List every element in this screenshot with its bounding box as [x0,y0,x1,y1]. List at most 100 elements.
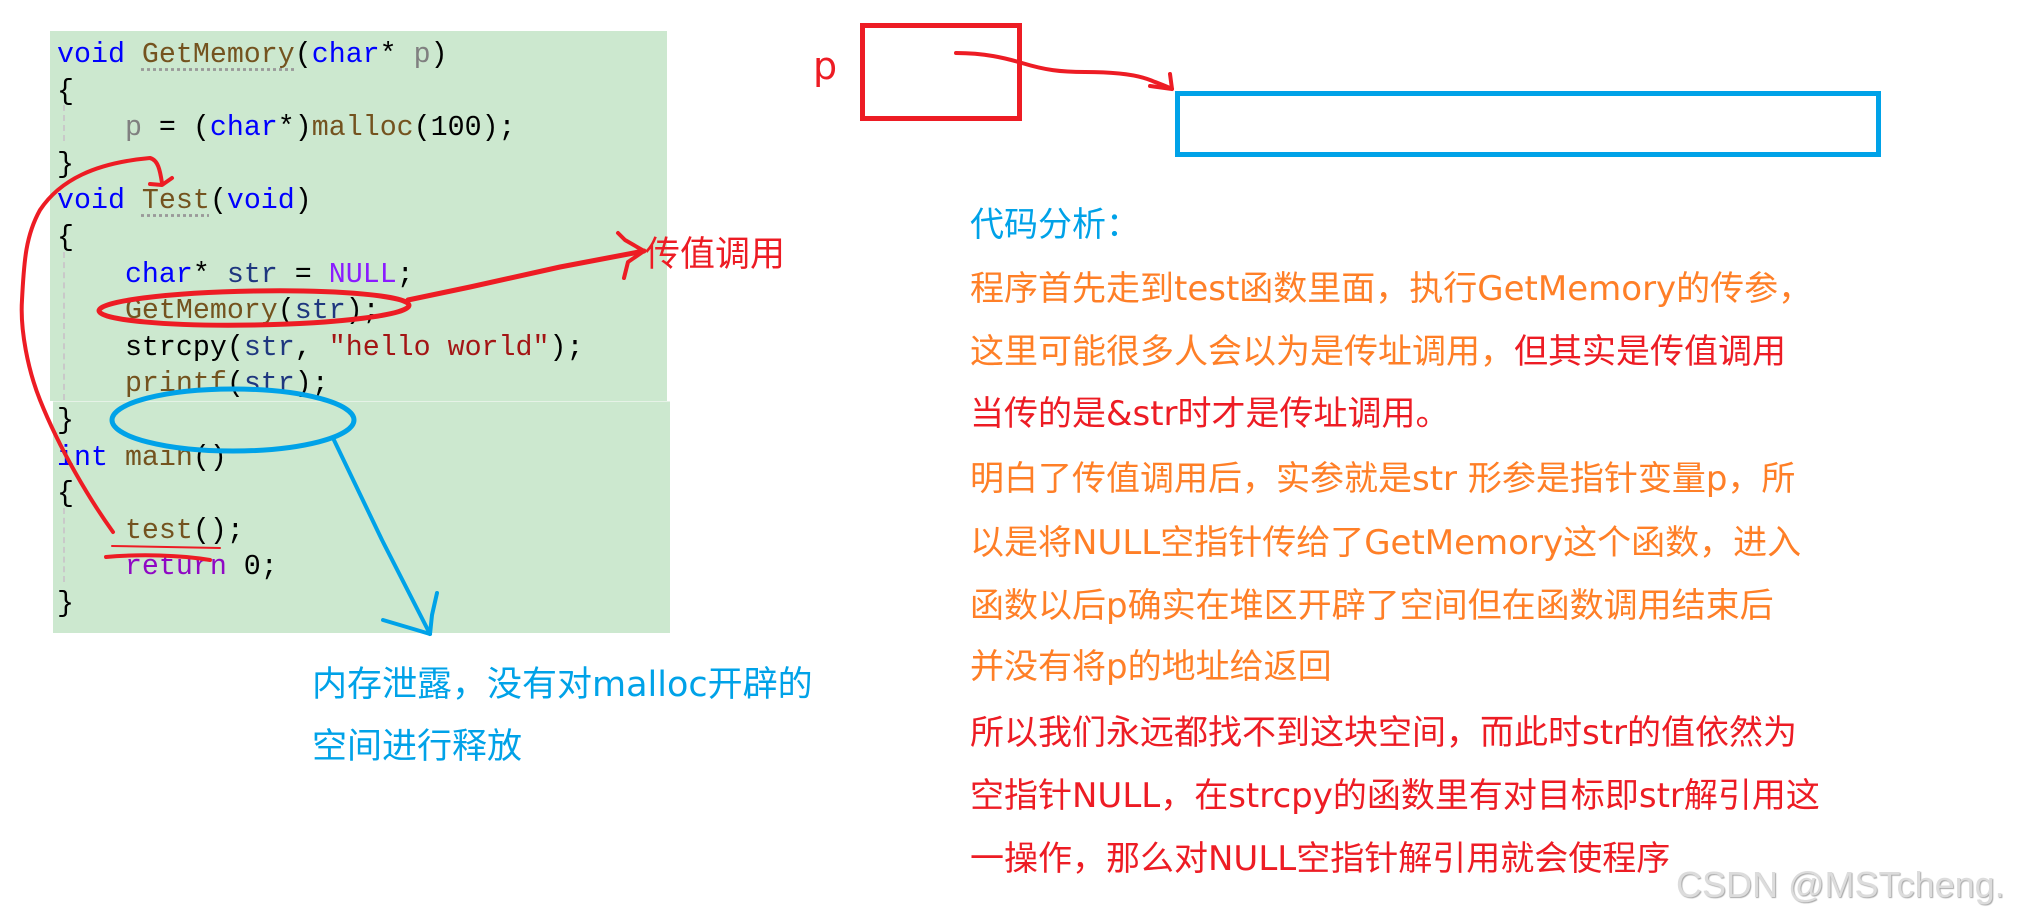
code-token: () [192,441,227,474]
code-token: str [226,258,278,291]
analysis-text-segment: 以是将NULL空指针传给了GetMemory这个函数，进入 [970,523,1802,563]
code-token: ) [430,39,448,71]
code-token: } [57,404,74,437]
pass-by-value-label: 传值调用 [645,235,786,275]
code-line: GetMemory(str); [57,293,583,330]
code-line: { [57,74,583,111]
code-token: ( [226,368,244,401]
code-line: printf(str); [57,366,583,403]
heap-memory-box [1175,91,1881,157]
code-token: = ( [141,112,210,145]
code-line: } [57,147,583,184]
code-token [57,515,125,547]
code-token: ); [345,295,380,328]
analysis-line: 当传的是&str时才是传址调用。 [970,392,1450,436]
code-token: { [57,221,74,254]
code-token: void [57,185,125,218]
code-token [57,295,125,327]
code-line: return 0; [57,549,583,586]
code-token [57,112,125,144]
code-token: strcpy [124,331,227,364]
code-line: } [57,403,583,440]
code-token [125,39,142,71]
code-token: (); [192,514,244,547]
code-token: ( [226,331,244,364]
memory-leak-note-line-1: 内存泄露，没有对malloc开辟的 [312,665,813,705]
analysis-line: 以是将NULL空指针传给了GetMemory这个函数，进入 [970,521,1801,565]
code-token: ( [277,295,295,328]
analysis-text-segment: 一操作，那么对NULL空指针解引用就会使程序 [970,839,1671,879]
analysis-line: 这里可能很多人会以为是传址调用，但其实是传值调用 [970,330,1786,374]
code-token: char [311,39,380,71]
code-token [57,259,125,291]
analysis-text-segment: 但其实是传值调用 [1514,332,1786,372]
code-token: ( [209,185,227,218]
code-line: test(); [57,513,583,550]
code-line: void GetMemory(char* p) [57,37,583,74]
code-token: test [124,514,193,547]
code-token: ); [549,331,584,364]
analysis-heading: 代码分析： [970,205,1140,245]
code-token: (100); [413,112,516,145]
code-line: strcpy(str, "hello world"); [57,330,584,367]
code-token: char [124,258,193,291]
code-token: *) [277,112,312,145]
code-token: str [243,368,295,401]
code-token: * [192,258,227,291]
code-token: GetMemory [124,295,278,328]
code-token: NULL [328,258,397,291]
code-token [57,551,125,583]
code-token: ( [294,39,312,71]
code-token: ); [294,368,329,401]
code-token: printf [124,368,227,401]
code-token: ; [396,258,414,291]
analysis-text-segment: 函数以后p确实在堆区开辟了空间但在函数调用结束后 [970,586,1774,626]
analysis-text-segment: 并没有将p的地址给返回 [970,647,1332,687]
code-token: "hello world" [328,331,550,364]
code-line: { [57,220,583,257]
memory-leak-note-line-2: 空间进行释放 [312,727,523,767]
code-token: * [379,39,414,71]
code-line: char* str = NULL; [57,257,583,294]
pointer-p-box [860,23,1022,121]
code-token: = [277,258,329,291]
code-token: 0; [226,551,278,584]
code-token: return [124,551,227,584]
code-token: str [294,295,346,328]
code-token: int [57,441,108,474]
analysis-line: 空指针NULL，在strcpy的函数里有对目标即str解引用这 [970,774,1820,818]
code-token: void [226,185,295,218]
memory-leak-note: 内存泄露，没有对malloc开辟的 空间进行释放 [312,654,813,778]
code-token: str [243,331,295,364]
code-token: main [124,441,193,474]
code-token: void [57,39,125,71]
code-token: { [57,478,74,511]
code-token: , [294,331,329,364]
code-token: Test [141,185,210,218]
analysis-text-segment: 所以我们永远都找不到这块空间，而此时str的值依然为 [970,713,1798,753]
analysis-line: 程序首先走到test函数里面，执行GetMemory的传参， [970,267,1812,311]
analysis-line: 一操作，那么对NULL空指针解引用就会使程序 [970,837,1670,881]
analysis-text-segment: 这里可能很多人会以为是传址调用， [970,332,1514,372]
code-token: } [57,587,74,620]
code-token [108,442,125,474]
code-token: ) [294,185,312,218]
code-line: p = (char*)malloc(100); [57,110,583,147]
analysis-line: 函数以后p确实在堆区开辟了空间但在函数调用结束后 [970,584,1774,628]
code-line: } [57,586,583,623]
code-token: char [209,112,278,145]
code-token [57,368,125,400]
code-line: { [57,476,583,513]
analysis-line: 并没有将p的地址给返回 [970,645,1332,689]
analysis-text-segment: 明白了传值调用后，实参就是str 形参是指针变量p，所 [970,459,1796,499]
code-token: p [413,39,431,71]
code-token: malloc [311,112,414,145]
code-token: } [57,148,74,181]
code-token [125,185,142,217]
arrowhead-icon [1148,72,1174,91]
code-snippet: void GetMemory(char* p){ p = (char*)mall… [57,37,583,623]
indent-guide [63,105,65,141]
code-token: { [57,75,74,108]
indent-guide [63,508,65,582]
